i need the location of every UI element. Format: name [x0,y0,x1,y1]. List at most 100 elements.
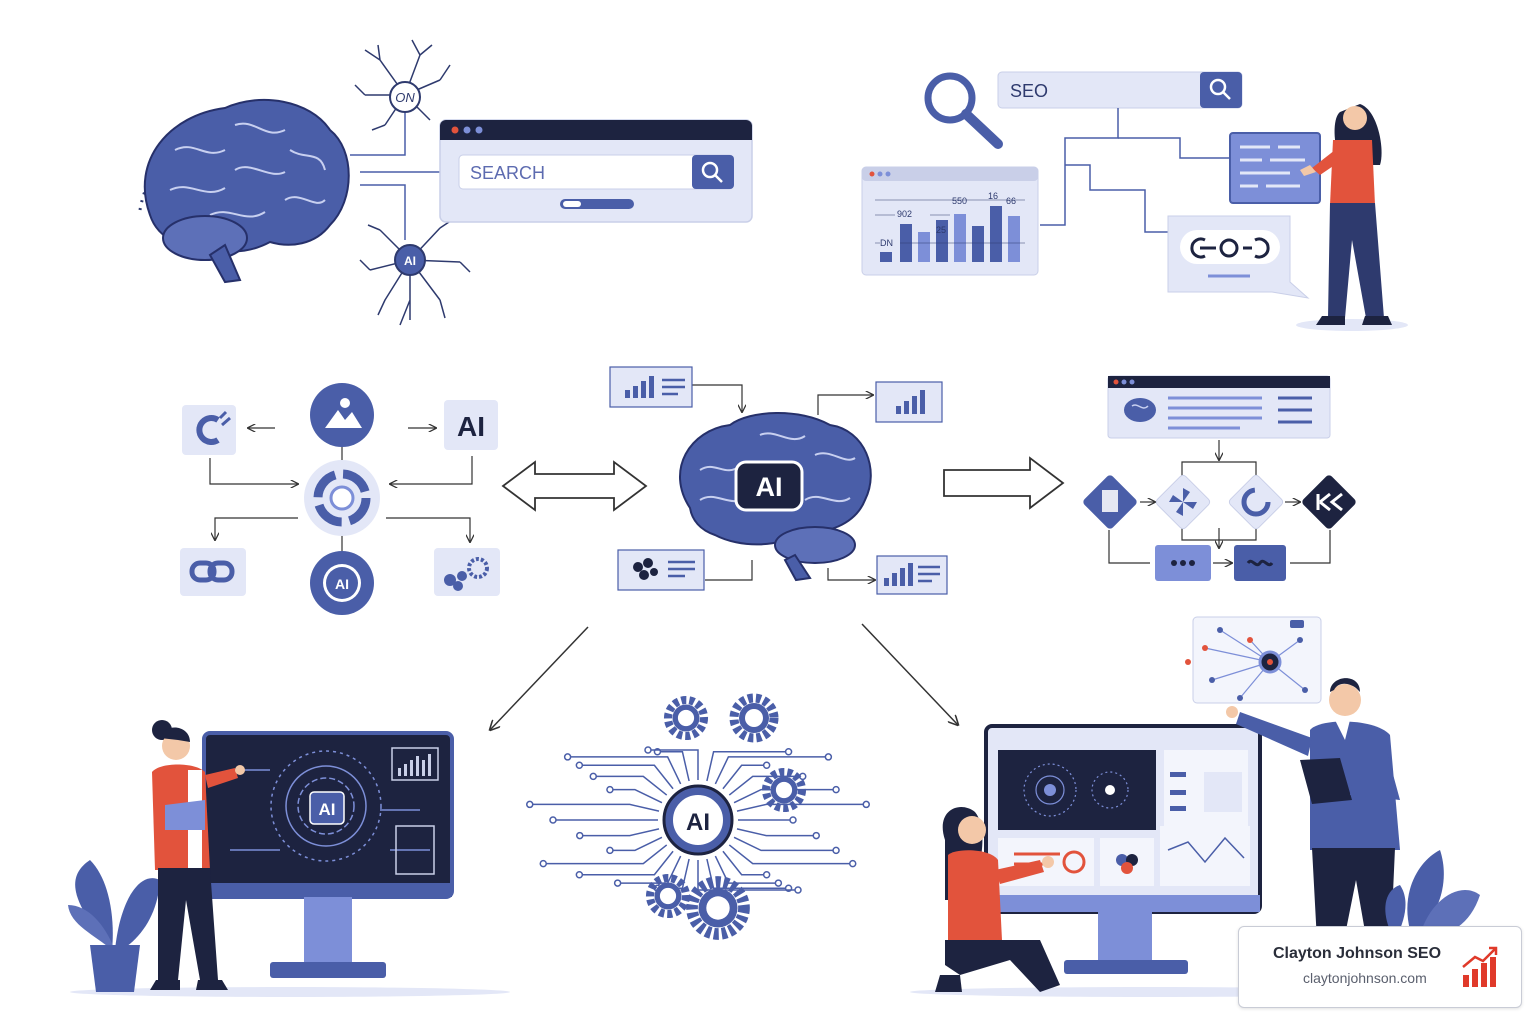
double-arrow [501,460,648,512]
gear-ai-label: AI [686,809,710,836]
central-brain-label: AI [756,472,783,502]
workflow-node-3 [1228,474,1284,530]
chart-label-2: 550 [952,196,967,206]
chain-link-icon [1190,237,1270,259]
bar-chart [880,206,1020,262]
donut-chart-icon [313,469,371,527]
chart-label-5: DN [880,238,893,248]
circuit-node [784,748,793,756]
window-dot-blue [463,126,471,134]
circuit-node [613,879,622,887]
window-dot-blue-2 [475,126,483,134]
ai-gear-circuit: AI [526,693,870,940]
right-arrow [943,456,1065,510]
hub-node-settings [434,548,500,596]
search-placeholder: SEARCH [470,163,545,183]
link-icon [189,560,235,583]
search-icon [701,161,723,183]
circuit-node [563,753,572,761]
brain-connectors [350,110,440,240]
ai-chip [734,460,804,512]
brand-url[interactable]: claytonjohnson.com [1303,970,1427,986]
top-right-panel: SEO 902 550 16 66 DN 25 [861,71,1408,331]
workflow-node-4 [1302,475,1356,529]
c-logo-icon [196,410,231,445]
neuron-bottom: AI [359,219,471,326]
workflow-diagram [1083,375,1356,581]
brand-name: Clayton Johnson SEO [1273,945,1442,962]
arrow-down-left [490,626,589,730]
chart-label-3: 16 [988,191,998,201]
chart-label-4: 66 [1006,196,1016,206]
floating-network-card [1185,616,1322,704]
circuit-node [812,831,820,840]
circuit-node [526,800,534,809]
gear-icon [663,695,709,741]
link-chat-bubble [1167,215,1310,299]
hub-node-ai [444,400,498,450]
gear-icon [645,873,691,919]
neuron-top-label: ON [395,90,415,105]
circuit-node [824,753,833,761]
gear-icon [686,876,750,940]
circuit-node [774,879,783,887]
hub-ai-label: AI [457,411,485,442]
chart-bar [972,226,984,262]
plant-left [68,860,160,992]
woman-kneeling [935,807,1060,992]
search-button[interactable] [692,155,734,189]
seo-search-value: SEO [1010,81,1048,101]
neuron-top: ON [354,39,451,131]
circuit-node [832,846,840,855]
arrow-down-right [861,623,958,725]
gear-cluster-icon [444,557,489,591]
chart-bar [936,220,948,262]
hub-diagram: AI AI [180,383,500,615]
brand-card[interactable]: Clayton Johnson SEO claytonjohnson.com [1238,926,1522,1008]
chart-bar [880,252,892,262]
seo-tree-connectors [1040,108,1232,233]
mini-chart-card-1 [609,366,693,408]
circuit-node [848,859,857,868]
magnifier-icon [924,72,1003,149]
circuit-node [576,831,584,840]
bottom-left-scene: AI [68,720,510,997]
mini-chart-card-3 [617,549,705,591]
window-dot-red [451,126,459,134]
circuit-node [832,785,840,794]
circuit-node [549,816,557,824]
chart-bar [918,232,930,262]
hub-ai-circle-label: AI [335,576,349,592]
brain-icon [1124,398,1156,422]
analytics-chart-card: 902 550 16 66 DN 25 [861,166,1039,276]
search-browser-window: SEARCH [439,119,753,223]
circuit-node [575,761,584,770]
circuit-node [606,846,614,855]
presentation-board [1229,132,1321,204]
central-ai-brain: AI [609,366,948,595]
top-left-panel: ON AI SEARCH [138,39,753,326]
chart-bar [954,214,966,262]
seo-search-icon [1209,78,1231,100]
seo-search-button[interactable] [1200,72,1242,108]
chart-bar [990,206,1002,262]
workflow-window [1107,375,1331,439]
hub-node-c [182,405,236,455]
chart-bar [1008,216,1020,262]
circuit-node [862,800,870,809]
circuit-node [575,870,584,879]
brain-illustration [138,98,350,284]
chart-label-6: 25 [936,225,946,235]
circuit-node [762,761,771,770]
woman-left [150,720,245,990]
growth-chart-logo-icon [1462,946,1498,987]
gear-icon [761,767,807,813]
mini-chart-card-2 [875,381,943,423]
circuit-node [789,816,797,824]
mountain-image-icon [325,398,362,428]
circuit-node [589,772,598,781]
workflow-node-1 [1083,475,1137,529]
dashboard-monitor [984,724,1262,974]
circuit-node [539,859,548,868]
woman-presenter [1296,104,1408,331]
